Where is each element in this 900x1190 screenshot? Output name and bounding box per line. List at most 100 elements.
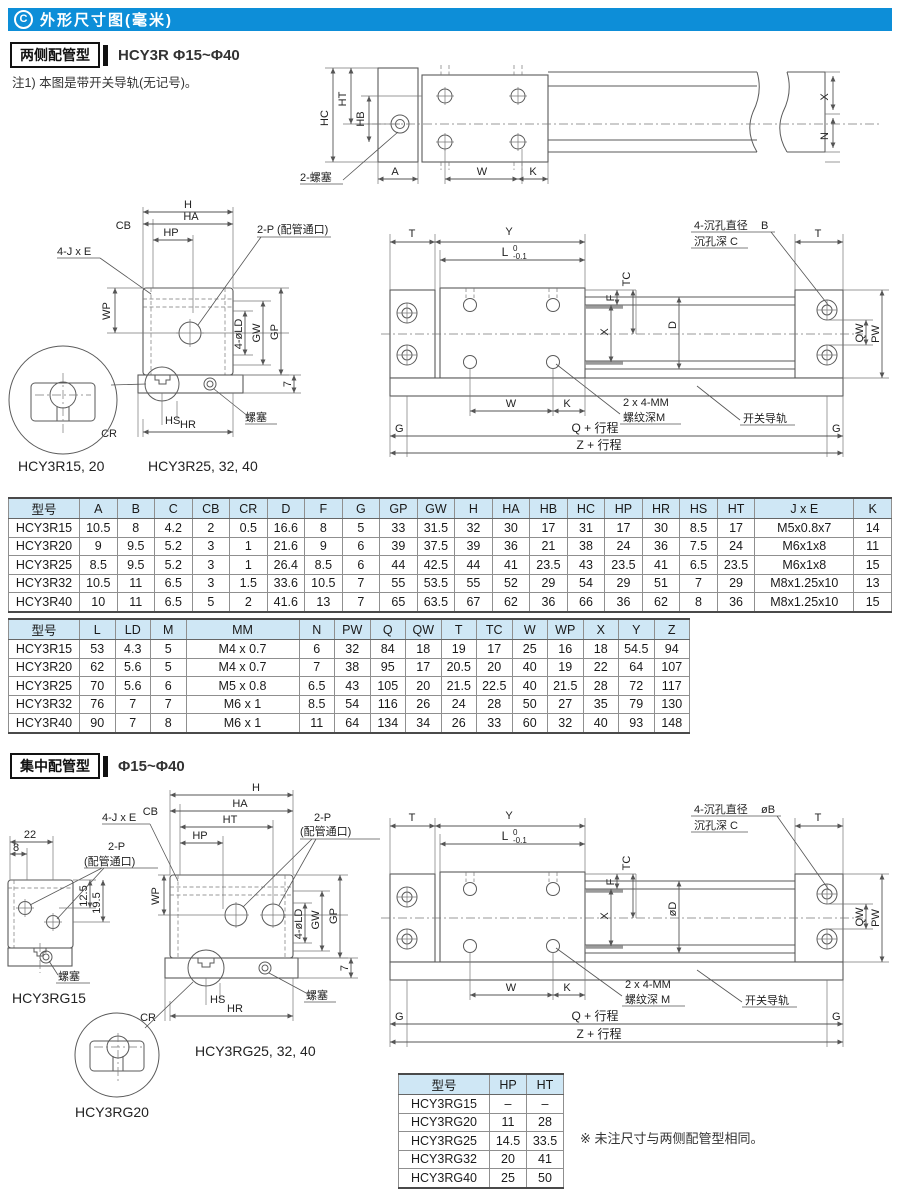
plug-callout-label: 2-螺塞 [300, 170, 332, 184]
table-cell: 25 [489, 1168, 527, 1188]
g-je-callout-label: 4-J x E [102, 812, 136, 824]
table-cell: 19 [440, 639, 477, 659]
dim-label-t-left: T [409, 812, 416, 824]
table-cell: 5 [341, 518, 381, 538]
table-cell: 8 [116, 518, 156, 538]
table-cell: 23.5 [604, 555, 643, 575]
table-cell: 43 [334, 676, 371, 696]
column-header: H [454, 497, 493, 519]
table-cell: 6 [341, 555, 381, 575]
top-view-geometry [381, 287, 863, 397]
g-top-dimensions: T Y L 0 -0.1 T TC F X øD 4-沉孔直径 øB [390, 802, 889, 1047]
table-cell: 15 [853, 555, 892, 575]
table-cell: 37.5 [416, 536, 456, 556]
table-cell: 26 [440, 713, 477, 733]
table-cell: 6.5 [154, 592, 193, 612]
table-cell: 2 [191, 518, 231, 538]
g-end-detail-circle [74, 981, 194, 1098]
table-cell: 31 [566, 518, 606, 538]
table-cell: 25 [511, 639, 548, 659]
dim-label-q-stroke: Q + 行程 [571, 1008, 618, 1023]
table-cell: 30 [491, 518, 531, 538]
section-c-icon: C [14, 10, 33, 29]
table-cell: 7 [114, 694, 151, 714]
dim-label-l-tol-bottom: -0.1 [513, 252, 527, 261]
drawing-top-view: T Y L 0 -0.1 T TC F X D 4-沉孔直径 B [381, 206, 895, 463]
table-cell: 8 [150, 713, 187, 733]
dim-label-a: A [391, 166, 399, 178]
table-cell: 34 [405, 713, 442, 733]
table-cell: 19 [547, 657, 584, 677]
table-cell: 7.5 [679, 536, 718, 556]
table-cell: 90 [79, 713, 116, 733]
dim-label-pw: PW [870, 325, 882, 343]
table-cell: 5 [150, 657, 187, 677]
table-cell: 13 [853, 573, 892, 593]
bore-callout-line2: 沉孔深 C [694, 819, 738, 832]
dim-label-cr: CR [101, 428, 117, 440]
table-cell: HCY3R15 [8, 518, 80, 538]
table-cell: 54.5 [618, 639, 655, 659]
table-cell: 8.5 [298, 694, 335, 714]
column-header: Q [369, 618, 406, 640]
table-cell: HCY3R15 [8, 639, 80, 659]
table-cell: 51 [641, 573, 681, 593]
dim-label-hp: HP [192, 830, 207, 842]
table-cell: M6x1x8 [754, 555, 855, 575]
table-cell: 70 [79, 676, 116, 696]
column-header: HS [679, 497, 718, 519]
table-cell: 5.2 [154, 536, 193, 556]
table-cell: 33.6 [266, 573, 306, 593]
column-header: K [853, 497, 892, 519]
table-cell: 41 [491, 555, 531, 575]
table-cell: 6.5 [298, 676, 335, 696]
table-cell: 3 [191, 555, 231, 575]
column-header: HB [529, 497, 568, 519]
table-cell: 94 [653, 639, 690, 659]
dim-label-ld: 4-øLD [293, 909, 305, 940]
dim-label-z-stroke: Z + 行程 [576, 1026, 621, 1041]
dim-label-ht: HT [337, 91, 349, 106]
bore-callout-line1: 4-沉孔直径 [694, 218, 748, 232]
table-cell: 29 [716, 573, 756, 593]
bore-callout-b: øB [761, 804, 775, 816]
table-cell: 13 [304, 592, 343, 612]
table-cell: 62 [641, 592, 681, 612]
column-header: A [79, 497, 118, 519]
table-cell: 27 [547, 694, 584, 714]
dim-label-ht: HT [223, 814, 238, 826]
thread-callout-line2: 螺纹深M [623, 410, 665, 424]
dim-label-x: X [819, 93, 831, 101]
dim-label-qw: QW [854, 323, 866, 343]
g-port-callout-line2: (配管通口) [84, 854, 135, 868]
table-cell: 16 [547, 639, 584, 659]
section1-range: HCY3R Φ15~Φ40 [118, 46, 240, 64]
column-header: N [298, 618, 335, 640]
dim-label-8: 8 [13, 842, 19, 854]
table-cell: 41 [526, 1149, 564, 1169]
column-header: CR [229, 497, 268, 519]
table-cell: 7 [150, 694, 187, 714]
column-header: LD [114, 618, 151, 640]
table-cell: 116 [369, 694, 406, 714]
table-cell: 18 [582, 639, 619, 659]
table-cell: 30 [641, 518, 681, 538]
table-cell: 53 [79, 639, 116, 659]
table-cell: 10 [79, 592, 118, 612]
g-port-callout-line1: 2-P [108, 841, 125, 853]
table-cell: 32 [334, 639, 371, 659]
table-cell: 28 [582, 676, 619, 696]
bore-callout-line1: 4-沉孔直径 [694, 802, 748, 816]
g-port-callout-line2: (配管通口) [300, 824, 351, 838]
dim-label-qw: QW [854, 907, 866, 927]
column-header: HR [641, 497, 681, 519]
dim-label-wp: WP [150, 887, 162, 905]
table-cell: 65 [379, 592, 418, 612]
dim-label-t-right: T [815, 812, 822, 824]
